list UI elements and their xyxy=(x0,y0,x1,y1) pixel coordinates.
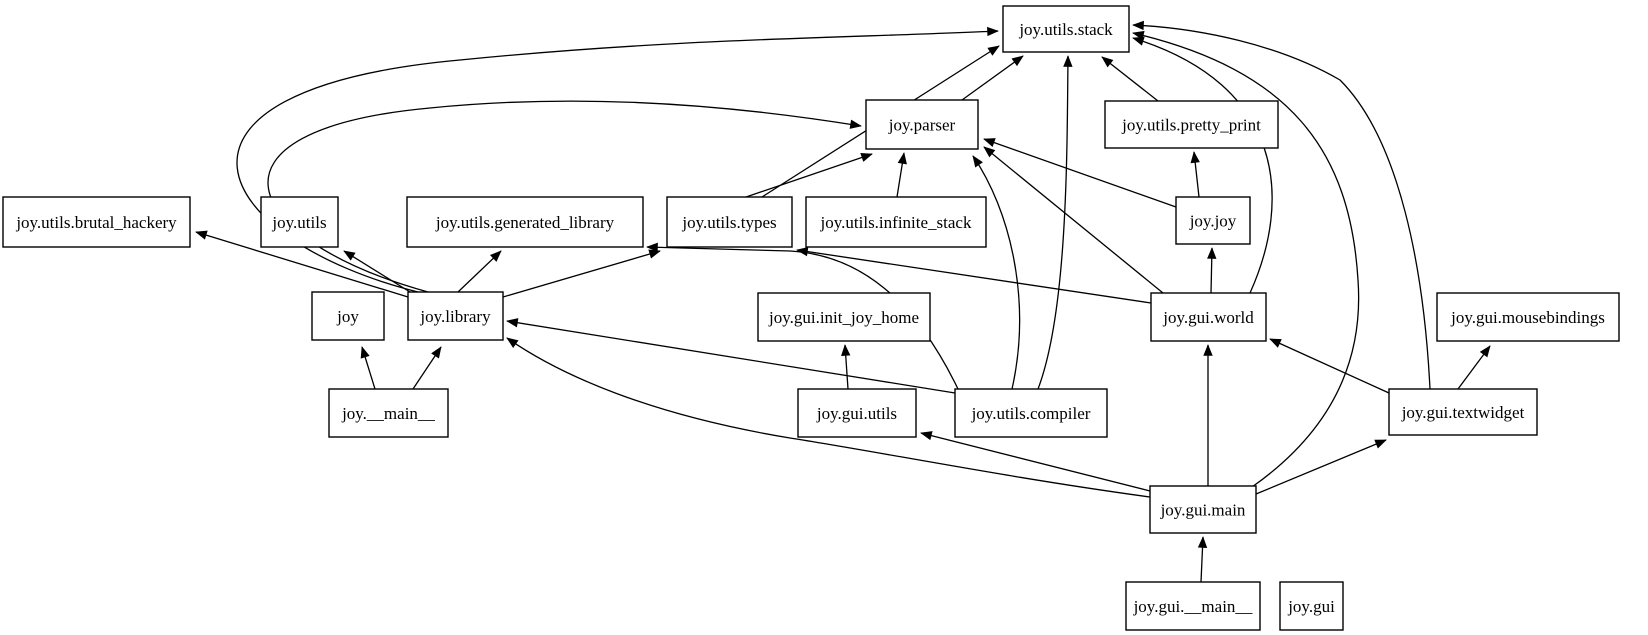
edge-joy-utils-compiler-to-joy-parser xyxy=(972,155,1021,390)
edge-joy-library-to-joy-utils-types xyxy=(502,249,661,298)
node-label-joy-utils-compiler: joy.utils.compiler xyxy=(971,404,1091,423)
node-box-joy-gui-main-main xyxy=(1125,581,1261,631)
edge-joy-gui-world-to-joy-parser xyxy=(983,146,1164,294)
node-label-joy-library: joy.library xyxy=(419,307,491,326)
node-label-joy-gui-main: joy.gui.main xyxy=(1160,501,1246,520)
edge-joy-library-to-joy-utils-generated-library xyxy=(457,250,502,293)
edge-joy-gui-main-to-joy-library xyxy=(506,337,1151,498)
node-label-joy: joy xyxy=(336,307,359,326)
node-joy-gui: joy.gui xyxy=(1279,581,1344,631)
node-box-joy-gui-mousebindings xyxy=(1436,292,1620,342)
node-box-joy-utils-compiler xyxy=(954,388,1108,438)
node-box-joy-main xyxy=(328,388,449,438)
node-box-joy-utils xyxy=(260,196,339,248)
node-box-joy-parser xyxy=(865,99,979,150)
edge-joy-gui-textwidget-to-joy-gui-mousebindings xyxy=(1457,345,1491,390)
node-box-joy-utils-generated-library xyxy=(406,196,644,248)
node-joy-utils-compiler: joy.utils.compiler xyxy=(954,388,1108,438)
node-joy: joy xyxy=(311,291,385,341)
node-label-joy-joy: joy.joy xyxy=(1189,212,1237,231)
node-box-joy-utils-stack xyxy=(1002,5,1130,53)
node-box-joy xyxy=(311,291,385,341)
nodes-layer: joy.utils.stack joy.parser joy.utils.prett… xyxy=(2,5,1620,631)
edge-joy-gui-world-to-joy-utils-types xyxy=(796,246,1152,304)
node-joy-gui-main-main: joy.gui.__main__ xyxy=(1125,581,1261,631)
node-label-joy-utils: joy.utils xyxy=(271,213,326,232)
edge-joy-parser-to-joy-utils-stack xyxy=(961,55,1024,101)
edge-joy-library-to-joy-utils xyxy=(343,250,411,293)
edge-joy-gui-main-to-joy-gui-utils xyxy=(920,431,1151,492)
node-label-joy-gui-mousebindings: joy.gui.mousebindings xyxy=(1450,308,1605,327)
node-joy-gui-mousebindings: joy.gui.mousebindings xyxy=(1436,292,1620,342)
edge-joy-main-to-joy-library xyxy=(412,346,442,390)
edge-joy-main-to-joy xyxy=(360,346,376,390)
node-box-joy-utils-types xyxy=(666,196,793,248)
node-box-joy-library xyxy=(407,291,504,341)
node-box-joy-gui-init-joy-home xyxy=(757,292,931,342)
node-joy-parser: joy.parser xyxy=(865,99,979,150)
edge-joy-gui-main-main-to-joy-gui-main xyxy=(1197,536,1208,583)
edge-joy-utils-compiler-to-joy-library xyxy=(506,318,956,394)
edge-joy-utils-infinite-stack-to-joy-parser xyxy=(896,152,907,198)
node-joy-gui-init-joy-home: joy.gui.init_joy_home xyxy=(757,292,931,342)
node-joy-gui-textwidget: joy.gui.textwidget xyxy=(1388,388,1538,436)
node-box-joy-gui-textwidget xyxy=(1388,388,1538,436)
node-box-joy-gui-utils xyxy=(797,388,917,438)
edge-joy-utils-compiler-to-joy-utils-stack xyxy=(1037,55,1073,390)
node-label-joy-utils-infinite-stack: joy.utils.infinite_stack xyxy=(820,213,972,232)
edge-joy-gui-textwidget-to-joy-gui-world xyxy=(1269,338,1390,394)
edge-joy-joy-to-joy-utils-pretty-print xyxy=(1190,151,1200,198)
node-label-joy-utils-types: joy.utils.types xyxy=(681,213,776,232)
node-box-joy-gui xyxy=(1279,581,1344,631)
node-label-joy-gui-world: joy.gui.world xyxy=(1162,308,1254,327)
node-joy-library: joy.library xyxy=(407,291,504,341)
edge-joy-library-to-joy-utils-brutal-hackery xyxy=(195,230,409,298)
node-joy-utils-infinite-stack: joy.utils.infinite_stack xyxy=(805,196,987,248)
node-joy-gui-main: joy.gui.main xyxy=(1149,485,1257,534)
node-joy-utils-brutal-hackery: joy.utils.brutal_hackery xyxy=(2,196,191,248)
edge-joy-gui-main-to-joy-gui-textwidget xyxy=(1255,439,1387,495)
node-label-joy-gui-utils: joy.gui.utils xyxy=(816,404,897,423)
node-label-joy-utils-pretty-print: joy.utils.pretty_print xyxy=(1121,116,1261,135)
edge-joy-gui-world-to-joy-utils-stack xyxy=(1132,36,1273,294)
node-label-joy-gui-init-joy-home: joy.gui.init_joy_home xyxy=(768,308,919,327)
node-label-joy-utils-stack: joy.utils.stack xyxy=(1018,20,1113,39)
node-box-joy-joy xyxy=(1175,196,1251,245)
node-joy-main: joy.__main__ xyxy=(328,388,449,438)
node-label-joy-main: joy.__main__ xyxy=(341,404,435,423)
node-joy-utils-pretty-print: joy.utils.pretty_print xyxy=(1104,100,1279,149)
node-joy-utils-generated-library: joy.utils.generated_library xyxy=(406,196,644,248)
node-label-joy-parser: joy.parser xyxy=(888,116,956,135)
edge-joy-gui-world-to-joy-joy xyxy=(1207,247,1217,294)
edge-joy-gui-main-to-joy-utils-stack xyxy=(1132,30,1360,488)
node-label-joy-gui: joy.gui xyxy=(1287,597,1335,616)
edge-joy-utils-types-to-joy-parser xyxy=(745,153,873,198)
edge-joy-gui-textwidget-to-joy-utils-stack xyxy=(1132,20,1431,390)
node-box-joy-utils-brutal-hackery xyxy=(2,196,191,248)
node-box-joy-utils-infinite-stack xyxy=(805,196,987,248)
node-joy-joy: joy.joy xyxy=(1175,196,1251,245)
edge-joy-gui-utils-to-joy-gui-init-joy-home xyxy=(841,344,851,390)
node-label-joy-gui-main-main: joy.gui.__main__ xyxy=(1133,597,1253,616)
edge-joy-joy-to-joy-parser xyxy=(983,138,1177,208)
node-box-joy-utils-pretty-print xyxy=(1104,100,1279,149)
node-joy-gui-world: joy.gui.world xyxy=(1150,292,1267,342)
node-label-joy-utils-generated-library: joy.utils.generated_library xyxy=(435,213,615,232)
node-box-joy-gui-world xyxy=(1150,292,1267,342)
node-joy-gui-utils: joy.gui.utils xyxy=(797,388,917,438)
node-label-joy-gui-textwidget: joy.gui.textwidget xyxy=(1401,403,1525,422)
node-box-joy-gui-main xyxy=(1149,485,1257,534)
edge-joy-utils-pretty-print-to-joy-utils-stack xyxy=(1101,56,1159,102)
node-joy-utils: joy.utils xyxy=(260,196,339,248)
edge-joy-library-to-joy-utils-stack xyxy=(236,26,999,293)
node-joy-utils-stack: joy.utils.stack xyxy=(1002,5,1130,53)
node-joy-utils-types: joy.utils.types xyxy=(666,196,793,248)
node-label-joy-utils-brutal-hackery: joy.utils.brutal_hackery xyxy=(15,213,177,232)
edges-layer xyxy=(195,20,1491,583)
